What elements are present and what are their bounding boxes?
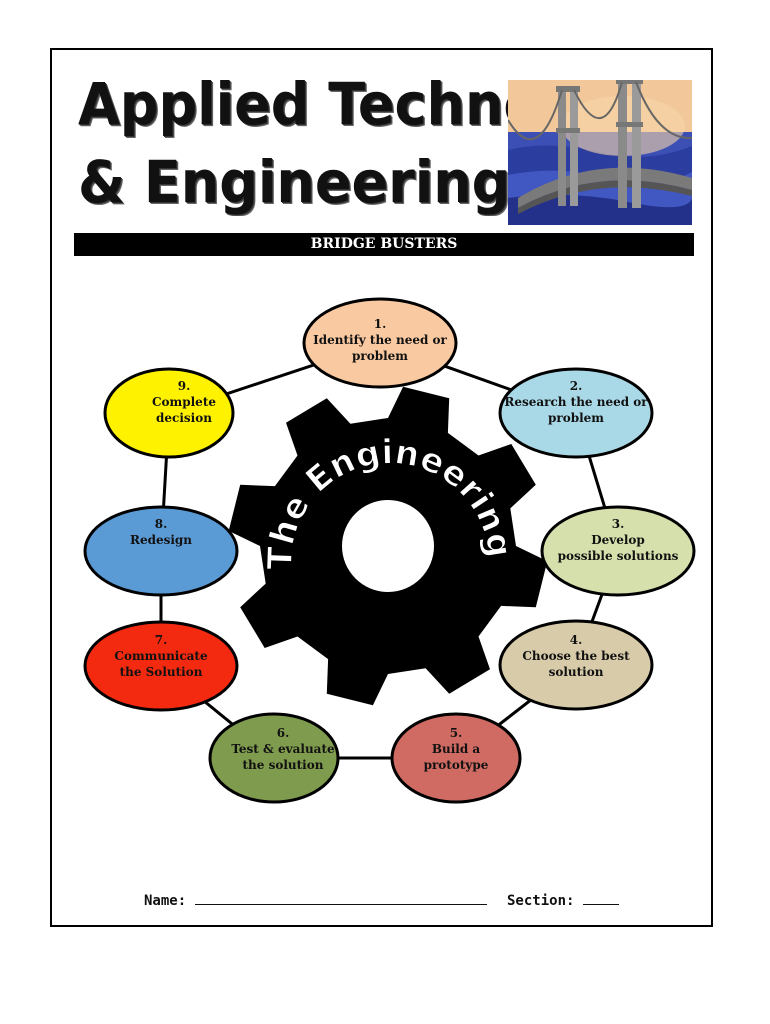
section-label: Section: [507, 893, 575, 909]
step-ellipse-7 [83, 620, 239, 712]
step-ellipses [83, 297, 696, 804]
step-ellipse-9 [103, 367, 235, 459]
section-blank-line[interactable] [582, 892, 619, 905]
bridge-icon [508, 80, 692, 225]
step-ellipse-4 [498, 619, 654, 711]
step-ellipse-8 [83, 505, 239, 597]
section-field[interactable]: Section: [507, 892, 619, 909]
name-blank-line[interactable] [194, 892, 487, 905]
section-banner: BRIDGE BUSTERS [74, 233, 694, 256]
page-border [50, 48, 713, 927]
step-ellipse-6 [208, 712, 340, 804]
step-ellipse-3 [540, 505, 696, 597]
step-ellipse-1 [302, 297, 458, 389]
step-ellipse-2 [498, 367, 654, 459]
gear-title: The Engineering Design Process [0, 0, 520, 570]
gear: The Engineering Design Process [0, 0, 548, 706]
step-label-8: 8.Redesign [129, 517, 193, 547]
name-label: Name: [144, 893, 187, 909]
name-field[interactable]: Name: [144, 892, 487, 909]
page-title-line2: & Engineering [78, 147, 511, 216]
step-ellipse-5 [390, 712, 522, 804]
